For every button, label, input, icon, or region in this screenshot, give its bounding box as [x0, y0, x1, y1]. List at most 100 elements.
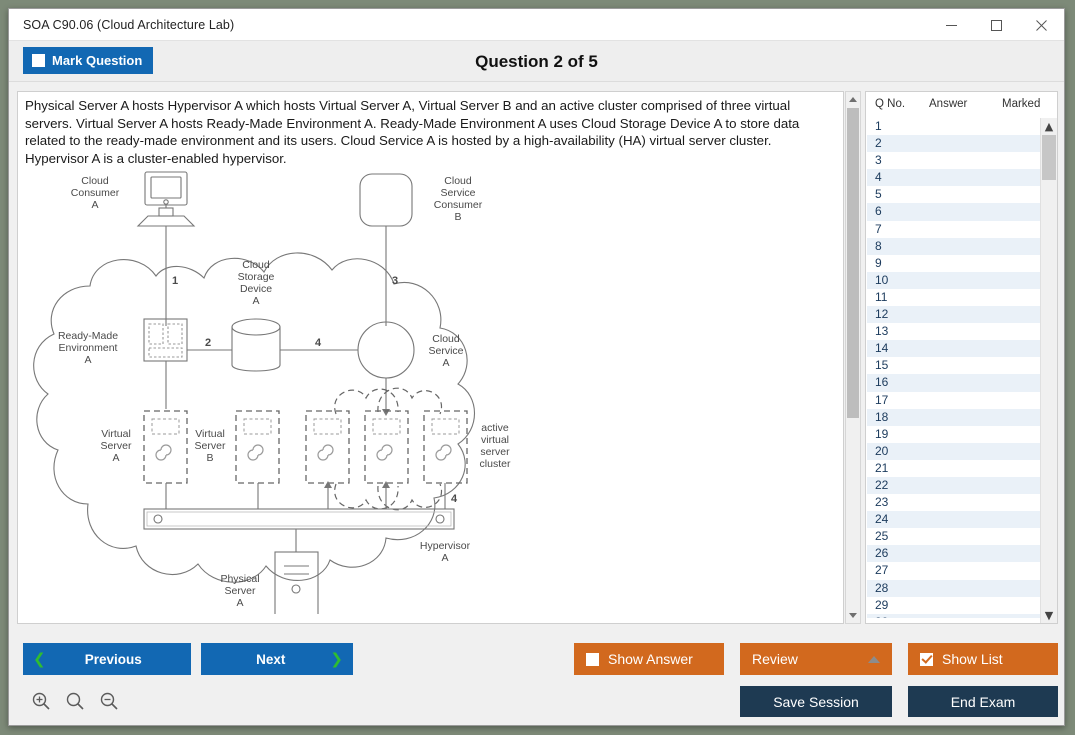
table-row[interactable]: 23 [867, 494, 1041, 511]
column-header-qno: Q No. [875, 98, 906, 110]
column-header-marked: Marked [1002, 98, 1041, 110]
mark-question-checkbox[interactable] [32, 54, 45, 67]
review-dropdown[interactable]: Review [740, 643, 892, 675]
table-row[interactable]: 6 [867, 203, 1041, 221]
table-row[interactable]: 10 [867, 271, 1041, 289]
chevron-right-icon: ❯ [330, 650, 343, 668]
table-row[interactable]: 14 [867, 340, 1041, 358]
list-scrollbar[interactable]: ▲ ▼ [1040, 118, 1057, 623]
svg-text:cluster: cluster [480, 458, 511, 470]
table-row[interactable]: 4 [867, 169, 1041, 187]
scrollbar-thumb[interactable] [847, 108, 859, 418]
table-row[interactable]: 19 [867, 426, 1041, 443]
content-scrollbar[interactable] [845, 91, 861, 624]
table-row[interactable]: 29 [867, 597, 1041, 614]
diagram-connector-numbers: 1 2 3 4 4 [172, 275, 458, 505]
svg-text:Physical: Physical [220, 573, 259, 585]
chevron-up-icon [868, 655, 880, 663]
cell-qno: 29 [875, 597, 889, 612]
cell-qno: 10 [875, 272, 889, 287]
table-row[interactable]: 1 [867, 118, 1041, 135]
list-scrollbar-thumb[interactable] [1042, 135, 1056, 180]
zoom-controls [31, 691, 119, 716]
title-bar: SOA C90.06 (Cloud Architecture Lab) [9, 9, 1064, 41]
cloud-storage-device-a-icon [231, 318, 281, 372]
table-row[interactable]: 17 [867, 392, 1041, 409]
show-answer-checkbox[interactable] [586, 652, 599, 666]
save-session-button[interactable]: Save Session [740, 686, 892, 717]
table-row[interactable]: 30 [867, 613, 1041, 618]
svg-text:A: A [84, 354, 91, 366]
table-row[interactable]: 7 [867, 221, 1041, 238]
svg-text:A: A [112, 452, 119, 464]
table-row[interactable]: 20 [867, 442, 1041, 460]
list-scroll-down-icon[interactable]: ▼ [1044, 608, 1054, 622]
svg-text:Hypervisor: Hypervisor [420, 540, 471, 552]
svg-text:Device: Device [240, 283, 272, 295]
table-row[interactable]: 9 [867, 255, 1041, 272]
next-button[interactable]: Next ❯ [201, 643, 353, 675]
table-row[interactable]: 2 [867, 135, 1041, 153]
table-row[interactable]: 5 [867, 186, 1041, 203]
table-row[interactable]: 28 [867, 579, 1041, 597]
table-row[interactable]: 16 [867, 374, 1041, 392]
cell-qno: 25 [875, 529, 889, 544]
exam-window: SOA C90.06 (Cloud Architecture Lab) Ques… [8, 8, 1065, 726]
mark-question-button[interactable]: Mark Question [23, 47, 154, 74]
zoom-in-icon[interactable] [31, 691, 51, 716]
cell-qno: 21 [875, 460, 889, 475]
svg-text:A: A [441, 552, 448, 564]
svg-text:virtual: virtual [481, 434, 509, 446]
table-row[interactable]: 3 [867, 152, 1041, 169]
previous-button[interactable]: ❮ Previous [23, 643, 191, 675]
table-row[interactable]: 15 [867, 357, 1041, 374]
svg-text:Consumer: Consumer [71, 187, 120, 199]
minimize-icon[interactable] [929, 9, 974, 41]
table-row[interactable]: 24 [867, 511, 1041, 529]
svg-text:Storage: Storage [238, 271, 275, 283]
cloud-service-a-icon [357, 321, 415, 379]
cell-qno: 5 [875, 187, 882, 202]
table-row[interactable]: 27 [867, 562, 1041, 579]
svg-text:Server: Server [195, 440, 226, 452]
table-row[interactable]: 12 [867, 306, 1041, 324]
cell-qno: 18 [875, 409, 889, 424]
svg-text:A: A [91, 199, 98, 211]
table-row[interactable]: 13 [867, 323, 1041, 340]
table-row[interactable]: 18 [867, 408, 1041, 426]
table-row[interactable]: 8 [867, 237, 1041, 255]
table-row[interactable]: 26 [867, 545, 1041, 563]
table-row[interactable]: 22 [867, 476, 1041, 495]
scroll-up-icon[interactable] [846, 92, 860, 107]
svg-text:server: server [480, 446, 510, 458]
list-scroll-up-icon[interactable]: ▲ [1044, 119, 1054, 133]
svg-text:Virtual: Virtual [101, 428, 131, 440]
table-row[interactable]: 25 [867, 528, 1041, 545]
scroll-down-icon[interactable] [846, 608, 860, 623]
cell-qno: 2 [875, 136, 882, 151]
cell-qno: 15 [875, 358, 889, 373]
cell-qno: 13 [875, 324, 889, 339]
hypervisor-a-icon [143, 508, 455, 530]
header-bar: Question 2 of 5 Mark Question [9, 41, 1064, 82]
show-list-label: Show List [942, 651, 1003, 667]
svg-text:active: active [481, 422, 509, 434]
zoom-out-icon[interactable] [99, 691, 119, 716]
show-answer-button[interactable]: Show Answer [574, 643, 724, 675]
close-icon[interactable] [1019, 9, 1064, 41]
show-list-checkbox[interactable] [920, 652, 933, 666]
show-list-button[interactable]: Show List [908, 643, 1058, 675]
mark-question-label: Mark Question [52, 53, 143, 68]
cell-qno: 7 [875, 221, 882, 236]
zoom-reset-icon[interactable] [65, 691, 85, 716]
end-exam-button[interactable]: End Exam [908, 686, 1058, 717]
table-row[interactable]: 11 [867, 289, 1041, 306]
svg-text:Ready-Made: Ready-Made [58, 330, 118, 342]
cell-qno: 26 [875, 546, 889, 561]
maximize-icon[interactable] [974, 9, 1019, 41]
svg-text:Environment: Environment [59, 342, 118, 354]
table-row[interactable]: 21 [867, 460, 1041, 477]
chevron-left-icon: ❮ [33, 650, 46, 668]
